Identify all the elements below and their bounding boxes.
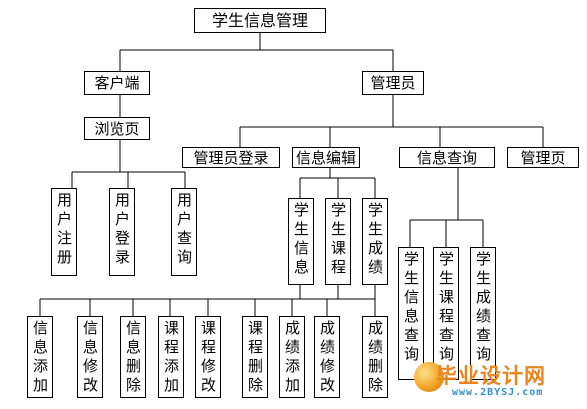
query-student-course-node: 学生课程查询 xyxy=(433,247,459,380)
globe-icon xyxy=(414,362,444,392)
info-add-node: 信息添加 xyxy=(27,316,53,398)
score-add-node: 成绩添加 xyxy=(279,316,305,398)
score-modify-node: 成绩修改 xyxy=(314,316,340,398)
user-login-node: 用户登录 xyxy=(109,188,135,276)
admin-node: 管理员 xyxy=(362,71,424,95)
query-student-info-node: 学生信息查询 xyxy=(398,247,424,380)
course-delete-node: 课程删除 xyxy=(242,316,268,398)
student-score-node: 学生成绩 xyxy=(362,198,388,285)
admin-login-node: 管理员登录 xyxy=(182,147,280,168)
watermark-url: www.2BYSJ.com xyxy=(452,387,544,398)
browse-page-node: 浏览页 xyxy=(84,117,150,140)
score-delete-node: 成绩删除 xyxy=(362,316,388,398)
watermark-title: 毕业设计网 xyxy=(436,364,546,388)
info-query-node: 信息查询 xyxy=(399,147,495,168)
user-register-node: 用户注册 xyxy=(51,188,77,276)
course-add-node: 课程添加 xyxy=(158,316,184,398)
root-node: 学生信息管理 xyxy=(194,8,326,33)
info-delete-node: 信息删除 xyxy=(120,316,146,398)
query-student-score-node: 学生成绩查询 xyxy=(470,247,496,380)
student-info-node: 学生信息 xyxy=(288,198,314,285)
info-modify-node: 信息修改 xyxy=(77,316,103,398)
client-node: 客户端 xyxy=(84,71,150,95)
course-modify-node: 课程修改 xyxy=(195,316,221,398)
user-query-node: 用户查询 xyxy=(171,188,197,276)
admin-page-node: 管理页 xyxy=(507,147,579,168)
watermark-logo: 毕业设计网 www.2BYSJ.com xyxy=(412,358,584,406)
student-course-node: 学生课程 xyxy=(325,198,351,285)
info-edit-node: 信息编辑 xyxy=(292,147,360,168)
